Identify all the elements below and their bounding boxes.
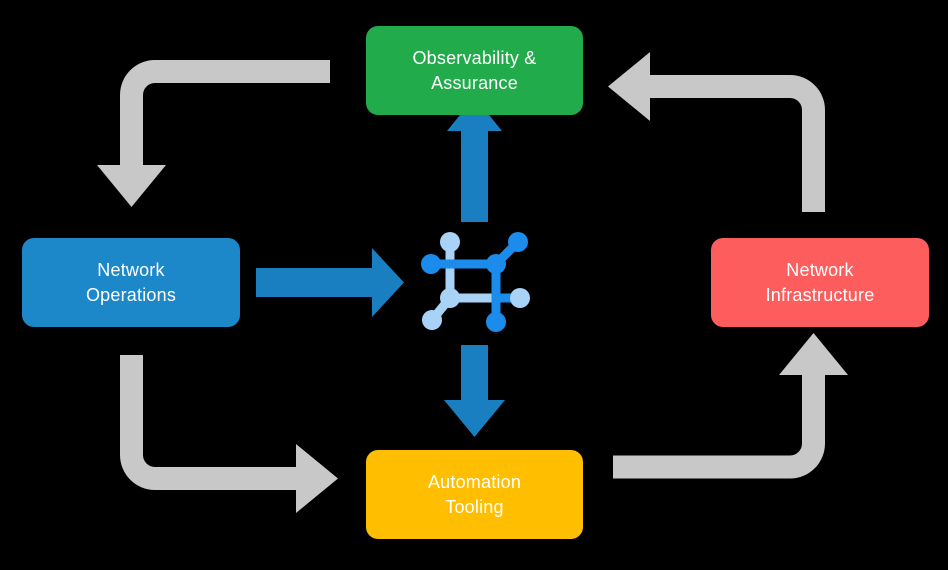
node-box-network-infrastructure[interactable]: Network Infrastructure [711,238,929,327]
topology-light-links [427,237,501,325]
arrow-operations-to-automation [120,355,338,513]
topology-light-nodes [422,232,530,330]
node-box-automation-tooling[interactable]: Automation Tooling [366,450,583,539]
node-box-observability-assurance[interactable]: Observability & Assurance [366,26,583,115]
arrow-infrastructure-to-observability [608,52,825,212]
topology-dark-nodes [421,232,528,332]
arrow-observability-to-operations [97,60,330,207]
arrow-operations-to-center [256,248,404,317]
node-label-network-operations: Network Operations [85,260,177,305]
node-label-observability-assurance: Observability & Assurance [412,48,537,93]
network-topology-icon [421,232,530,332]
arrow-center-to-observability [447,97,502,222]
arrow-automation-to-infrastructure [613,333,848,479]
node-box-network-operations[interactable]: Network Operations [22,238,240,327]
arrow-center-to-automation [444,345,505,437]
node-label-automation-tooling: Automation Tooling [427,472,522,517]
node-label-network-infrastructure: Network Infrastructure [765,260,875,305]
